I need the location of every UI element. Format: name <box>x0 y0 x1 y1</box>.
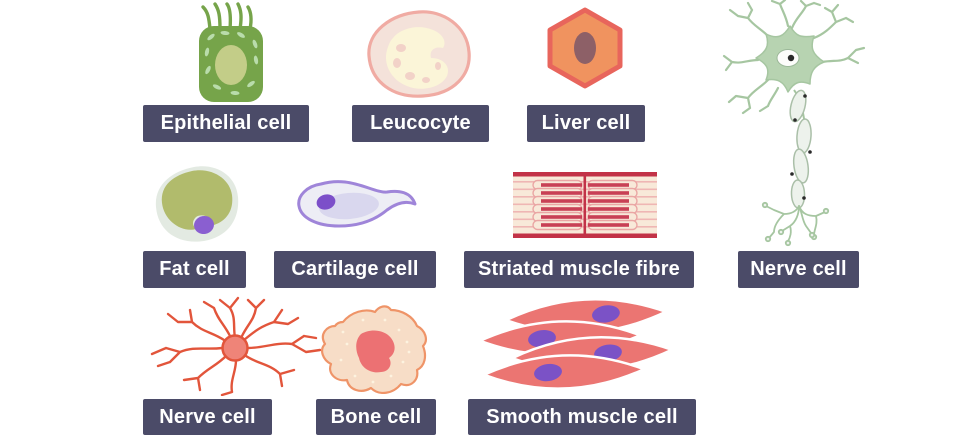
liver-cell-illustration <box>547 7 623 89</box>
label-nerve-cell-star: Nerve cell <box>143 399 272 435</box>
label-epithelial-cell: Epithelial cell <box>143 105 309 142</box>
cartilage-cell-illustration <box>297 180 417 228</box>
spindle-cells-icon <box>478 299 676 390</box>
label-leucocyte: Leucocyte <box>352 105 489 142</box>
fat-cell-illustration <box>155 166 239 242</box>
myelin-sheath-icon <box>789 89 812 209</box>
label-smooth-muscle-cell: Smooth muscle cell <box>468 399 696 435</box>
speckles-icon <box>339 318 411 384</box>
nerve-cell-neuron-illustration <box>722 0 866 247</box>
label-striated-muscle-fibre: Striated muscle fibre <box>464 251 694 288</box>
label-bone-cell: Bone cell <box>316 399 436 435</box>
label-cartilage-cell: Cartilage cell <box>274 251 436 288</box>
branches-icon <box>150 296 322 396</box>
bone-cell-illustration <box>321 305 427 394</box>
dendrites-icon <box>722 0 866 115</box>
sarcomere-bars-icon <box>541 183 629 227</box>
leucocyte-illustration <box>367 10 471 98</box>
striated-muscle-fibre-illustration <box>513 172 657 238</box>
label-nerve-cell-neuron: Nerve cell <box>738 251 859 288</box>
cilia-icon <box>201 2 253 31</box>
label-liver-cell: Liver cell <box>527 105 645 142</box>
smooth-muscle-cell-illustration <box>478 299 676 390</box>
axon-terminals-icon <box>761 201 830 247</box>
nerve-cell-star-illustration <box>150 296 322 396</box>
epithelial-cell-illustration <box>199 2 263 102</box>
label-fat-cell: Fat cell <box>143 251 246 288</box>
